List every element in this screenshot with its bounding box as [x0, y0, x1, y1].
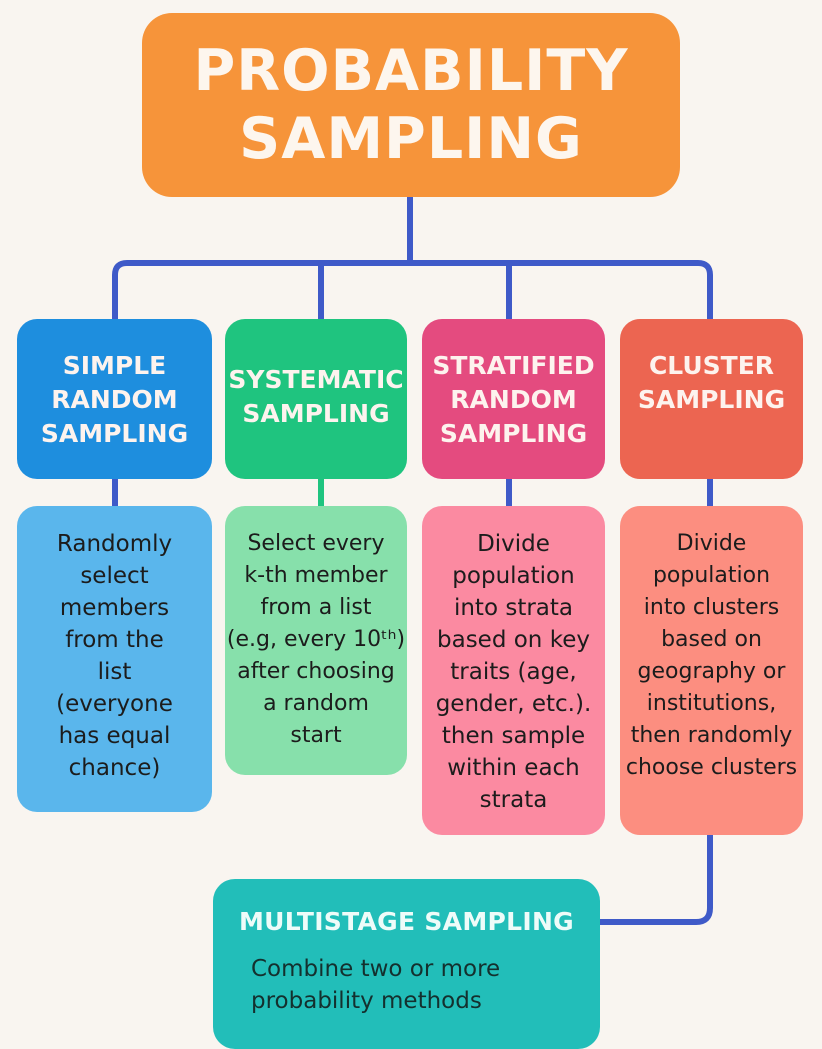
cluster-detail-box: Divide population into clusters based on… — [620, 506, 803, 835]
branch-bar-connector — [112, 260, 713, 320]
simple-random-detail-box: Randomly select members from the list (e… — [17, 506, 212, 812]
link-cluster-to-multistage — [598, 834, 713, 925]
simple-random-description: Randomly select members from the list (e… — [56, 531, 173, 781]
cluster-description: Divide population into clusters based on… — [625, 531, 798, 780]
multistage-box: MULTISTAGE SAMPLING Combine two or more … — [213, 879, 600, 1049]
stratified-heading-box: STRATIFIED RANDOM SAMPLING — [422, 319, 605, 479]
systematic-detail-box: Select every k-th member from a list (e.… — [225, 506, 407, 775]
simple-random-heading: SIMPLE RANDOM SAMPLING — [40, 351, 189, 448]
systematic-description: Select every k-th member from a list (e.… — [226, 531, 406, 748]
stratified-description: Divide population into strata based on k… — [435, 531, 592, 813]
connector-lines — [112, 196, 713, 925]
simple-random-heading-box: SIMPLE RANDOM SAMPLING — [17, 319, 212, 479]
cluster-heading-box: CLUSTER SAMPLING — [620, 319, 803, 479]
multistage-heading: MULTISTAGE SAMPLING — [238, 907, 575, 936]
cluster-heading: CLUSTER SAMPLING — [637, 351, 786, 414]
stratified-detail-box: Divide population into strata based on k… — [422, 506, 605, 835]
multistage-description: Combine two or more probability methods — [251, 956, 501, 1014]
systematic-heading-box: SYSTEMATIC SAMPLING — [225, 319, 407, 479]
systematic-heading: SYSTEMATIC SAMPLING — [228, 365, 404, 428]
title-box: PROBABILITY SAMPLING — [142, 13, 680, 197]
diagram-title: PROBABILITY SAMPLING — [193, 38, 629, 172]
stratified-heading: STRATIFIED RANDOM SAMPLING — [432, 351, 595, 448]
